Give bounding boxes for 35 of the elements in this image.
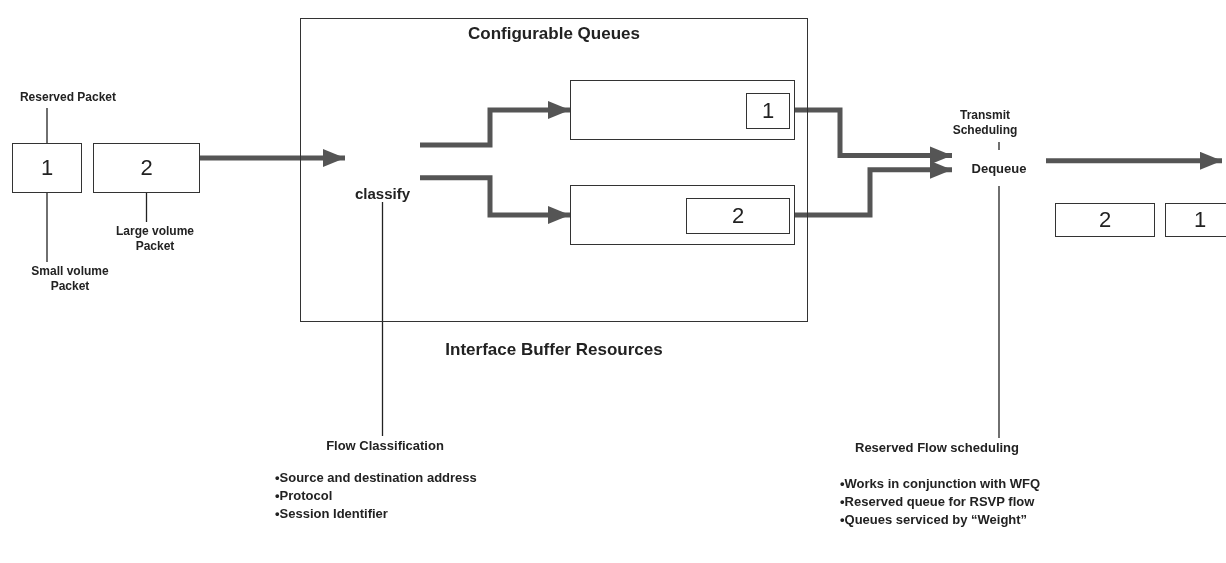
leader-line bbox=[381, 201, 384, 437]
packet-box: 2 bbox=[93, 143, 200, 193]
bullet-item: •Queues serviced by “Weight” bbox=[840, 512, 1028, 527]
packet-box: 1 bbox=[1165, 203, 1226, 237]
bullet-item: •Session Identifier bbox=[275, 506, 388, 521]
leader-line bbox=[145, 192, 148, 223]
flow-arrow bbox=[795, 107, 952, 165]
leader-line bbox=[46, 107, 48, 144]
leader-line bbox=[998, 141, 1000, 151]
leader-line bbox=[998, 185, 1000, 439]
queue-number-box: 2 bbox=[686, 198, 790, 234]
flow-arrow bbox=[420, 101, 570, 148]
queue-box bbox=[570, 185, 795, 245]
flow-arrow bbox=[200, 149, 345, 167]
section-heading: Reserved Flow scheduling bbox=[842, 440, 1032, 458]
bullet-item: •Works in conjunction with WFQ bbox=[840, 476, 1041, 491]
packet-label: Small volume Packet bbox=[20, 264, 120, 296]
group-caption: Interface Buffer Resources bbox=[445, 340, 663, 360]
flow-arrow bbox=[420, 175, 570, 224]
queue-box bbox=[570, 80, 795, 140]
section-heading: Flow Classification bbox=[300, 438, 470, 456]
stage-label: classify bbox=[345, 140, 420, 202]
queue-number-box: 1 bbox=[746, 93, 790, 129]
bullet-item: •Reserved queue for RSVP flow bbox=[840, 494, 1035, 509]
packet-box: 2 bbox=[1055, 203, 1155, 237]
bullet-item: •Source and destination address bbox=[275, 470, 477, 485]
stage-label: Transmit Scheduling bbox=[940, 108, 1030, 140]
bullet-item: •Protocol bbox=[275, 488, 333, 503]
flow-arrow bbox=[1046, 151, 1222, 170]
leader-line bbox=[46, 192, 48, 263]
packet-label: Large volume Packet bbox=[105, 224, 205, 256]
packet-label: Reserved Packet bbox=[18, 90, 118, 106]
packet-box: 1 bbox=[12, 143, 82, 193]
group-title: Configurable Queues bbox=[468, 24, 640, 44]
flow-arrow bbox=[795, 160, 952, 218]
